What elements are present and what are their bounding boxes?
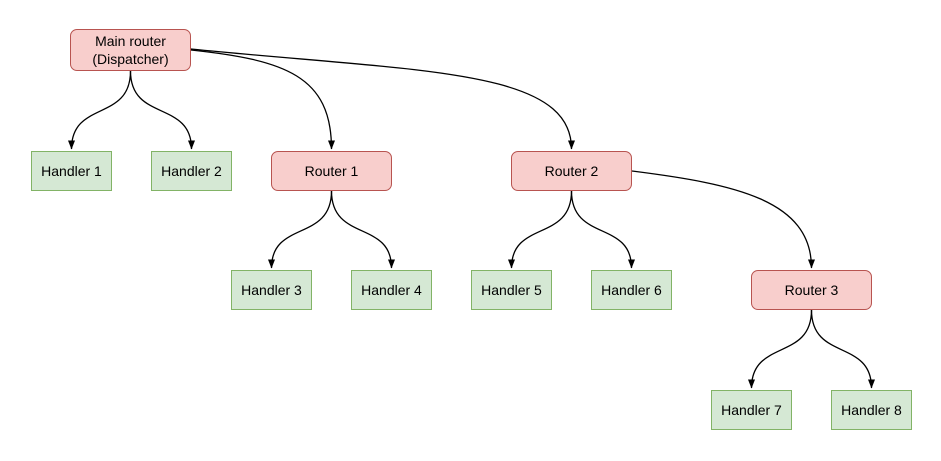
node-main-router-label: Main router (Dispatcher) <box>92 33 169 67</box>
edge-router-2-to-router-3 <box>631 170 815 269</box>
node-handler-7: Handler 7 <box>711 390 792 430</box>
node-router-3: Router 3 <box>751 270 872 310</box>
node-handler-3: Handler 3 <box>231 270 312 310</box>
node-handler-1: Handler 1 <box>31 151 112 191</box>
node-handler-5-label: Handler 5 <box>481 282 542 298</box>
node-handler-4-label: Handler 4 <box>361 282 422 298</box>
node-router-1: Router 1 <box>271 151 392 191</box>
edge-main-router-to-router-1 <box>190 49 335 150</box>
node-handler-7-label: Handler 7 <box>721 402 782 418</box>
node-router-3-label: Router 3 <box>784 282 839 298</box>
node-router-2: Router 2 <box>511 151 632 191</box>
node-handler-4: Handler 4 <box>351 270 432 310</box>
edge-router-2-to-handler-5 <box>508 190 573 269</box>
node-router-2-label: Router 2 <box>544 163 599 179</box>
node-handler-5: Handler 5 <box>471 270 552 310</box>
edge-main-router-to-handler-1 <box>68 70 132 150</box>
node-handler-2: Handler 2 <box>151 151 232 191</box>
node-handler-1-label: Handler 1 <box>41 163 102 179</box>
node-handler-2-label: Handler 2 <box>161 163 222 179</box>
node-handler-3-label: Handler 3 <box>241 282 302 298</box>
node-router-1-label: Router 1 <box>304 163 359 179</box>
edge-router-2-to-handler-6 <box>570 190 635 269</box>
edge-main-router-to-router-2 <box>190 48 575 150</box>
edge-router-3-to-handler-7 <box>748 309 813 389</box>
node-main-router: Main router (Dispatcher) <box>70 29 191 71</box>
edge-router-1-to-handler-3 <box>268 190 333 269</box>
node-handler-8-label: Handler 8 <box>841 402 902 418</box>
node-handler-6: Handler 6 <box>591 270 672 310</box>
edge-main-router-to-handler-2 <box>129 70 195 150</box>
node-handler-6-label: Handler 6 <box>601 282 662 298</box>
node-handler-8: Handler 8 <box>831 390 912 430</box>
edge-router-1-to-handler-4 <box>330 190 395 269</box>
edge-router-3-to-handler-8 <box>810 309 875 389</box>
